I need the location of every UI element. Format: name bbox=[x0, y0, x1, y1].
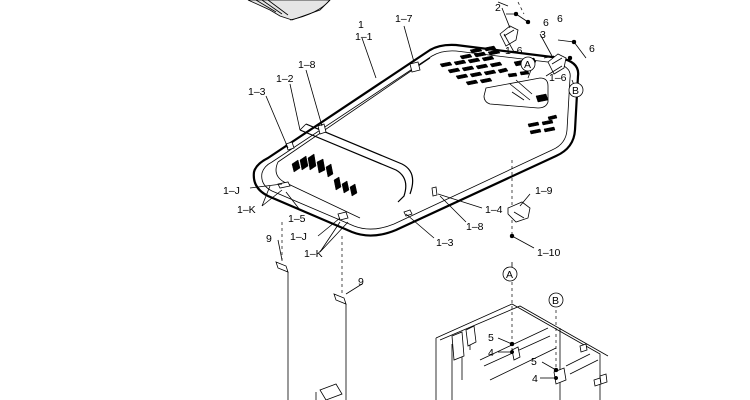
bracket-9 bbox=[275, 222, 347, 305]
label-1-4: 1–4 bbox=[485, 204, 503, 216]
label-1-7: 1–7 bbox=[395, 13, 413, 25]
label-A2: A bbox=[506, 269, 513, 281]
label-4b: 4 bbox=[532, 373, 538, 385]
label-6c: 6 bbox=[589, 43, 595, 55]
label-1-J-b: 1–J bbox=[290, 231, 307, 243]
label-A: A bbox=[524, 59, 531, 71]
latch-parts bbox=[499, 1, 587, 75]
label-6b: 6 bbox=[557, 13, 563, 25]
vent-slots-left bbox=[291, 153, 358, 197]
label-1-8a: 1–8 bbox=[298, 59, 316, 71]
guide-lines bbox=[287, 262, 513, 400]
callout-labels: 1 1–1 1–7 2 6 1–6 3 6 6 A 1–6 B 1–8 1–2 … bbox=[223, 2, 595, 385]
label-1-3b: 1–3 bbox=[436, 237, 454, 249]
roof-panel bbox=[252, 43, 580, 237]
label-5b: 5 bbox=[531, 356, 537, 368]
vent-slots-right bbox=[527, 114, 558, 135]
label-1-K-a: 1–K bbox=[237, 204, 256, 216]
label-1-2: 1–2 bbox=[276, 73, 294, 85]
label-1-J-a: 1–J bbox=[223, 185, 240, 197]
label-1-K-b: 1–K bbox=[304, 248, 323, 260]
base-frame bbox=[315, 282, 609, 400]
label-B: B bbox=[572, 85, 579, 97]
label-6a: 6 bbox=[543, 17, 549, 29]
label-4a: 4 bbox=[488, 347, 494, 359]
label-1-1: 1–1 bbox=[355, 31, 373, 43]
label-1-8b: 1–8 bbox=[466, 221, 484, 233]
label-9a: 9 bbox=[266, 233, 272, 245]
label-1-6a: 1–6 bbox=[505, 45, 523, 57]
vent-grid-top bbox=[439, 45, 509, 86]
label-B2: B bbox=[552, 295, 559, 307]
label-1-9: 1–9 bbox=[535, 185, 553, 197]
label-2: 2 bbox=[495, 2, 501, 14]
label-5a: 5 bbox=[488, 332, 494, 344]
label-1-5: 1–5 bbox=[288, 213, 306, 225]
label-1-3a: 1–3 bbox=[248, 86, 266, 98]
leader-lines bbox=[249, 1, 577, 379]
reference-markers bbox=[502, 56, 584, 308]
label-1: 1 bbox=[358, 19, 364, 31]
bracket-1-9 bbox=[507, 160, 531, 239]
corner-part bbox=[247, 0, 331, 21]
label-9b: 9 bbox=[358, 276, 364, 288]
label-1-6b: 1–6 bbox=[549, 72, 567, 84]
label-3: 3 bbox=[540, 29, 546, 41]
label-1-10: 1–10 bbox=[537, 247, 561, 259]
